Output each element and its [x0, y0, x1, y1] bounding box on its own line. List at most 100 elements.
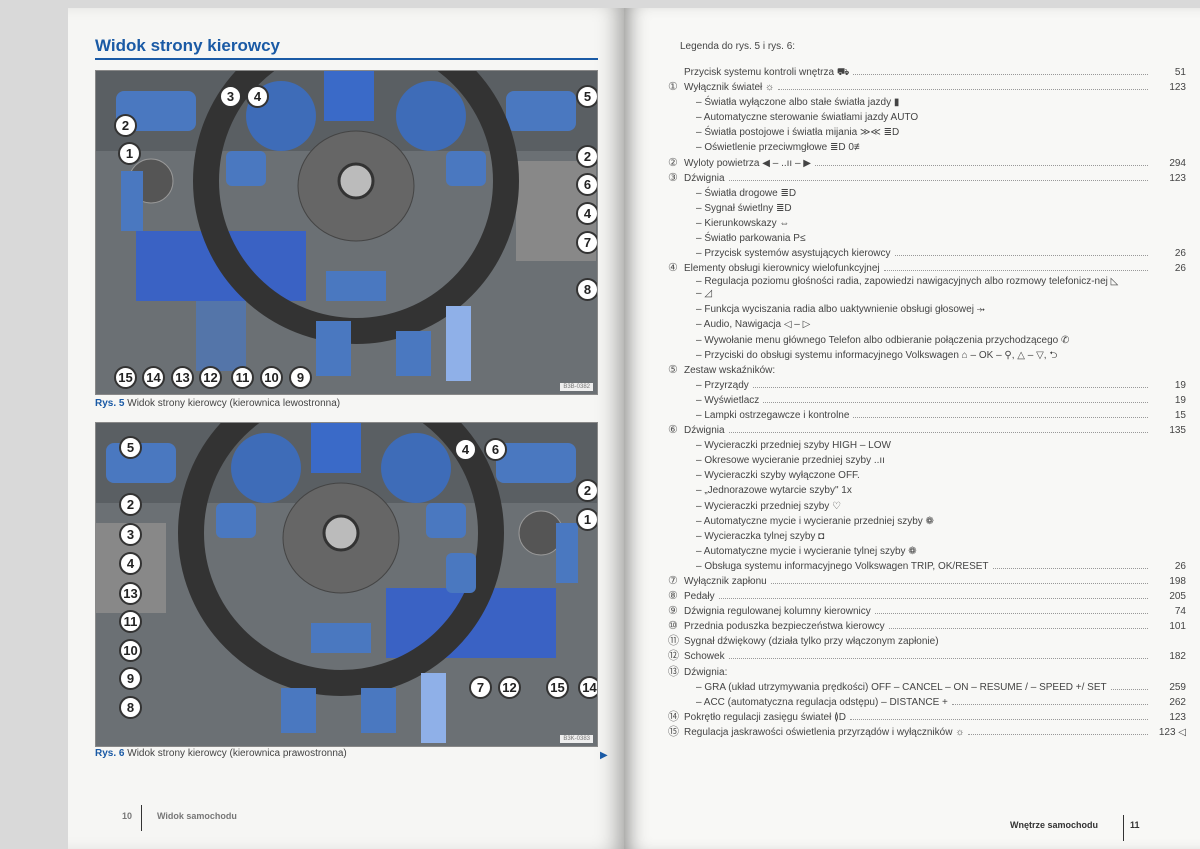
callout-10: 10 [260, 366, 283, 389]
callout-4: 4 [246, 85, 269, 108]
legend-text: – Lampki ostrzegawcze i kontrolne [696, 409, 850, 421]
callout-11: 11 [119, 610, 142, 633]
dot-leader [853, 410, 1148, 418]
legend-text: Dźwignia [684, 172, 725, 184]
legend-text: – Automatyczne mycie i wycieranie tylnej… [696, 545, 917, 557]
legend-text: – Przyciski do obsługi systemu informacy… [696, 349, 1058, 361]
legend-row: ⑦ Wyłącznik zapłonu 198 [668, 574, 1186, 589]
footer-divider [141, 805, 142, 831]
page-reference[interactable]: 74 [1174, 606, 1186, 618]
page-reference[interactable]: 262 [1169, 696, 1186, 708]
dot-leader [968, 727, 1148, 735]
dot-leader [874, 606, 1148, 615]
page-reference[interactable]: 26 [1174, 263, 1186, 275]
legend-number: ⑬ [668, 665, 679, 678]
callout-15: 15 [546, 676, 569, 699]
page-reference[interactable]: 51 [1174, 67, 1186, 78]
page-reference[interactable]: 135 [1169, 425, 1186, 437]
legend-text: – Światła wyłączone albo stałe światła j… [696, 97, 900, 109]
dot-leader [763, 395, 1148, 403]
legend-text: Wyłącznik zapłonu [684, 576, 767, 587]
callout-13: 13 [171, 366, 194, 389]
page-reference[interactable]: 123 ◁ [1158, 726, 1186, 738]
dot-leader [728, 425, 1148, 434]
legend-number: ③ [668, 171, 678, 184]
caption-text: Widok strony kierowcy (kierownica prawos… [127, 748, 347, 759]
callout-6: 6 [484, 438, 507, 461]
figure-code: B3B-0382 [560, 383, 593, 391]
callout-12: 12 [199, 366, 222, 389]
figure-code: B3K-0383 [560, 735, 593, 743]
legend-text: – Regulacja poziomu głośności radia, zap… [696, 276, 1119, 300]
legend-text: – Wycieraczki szyby wyłączone OFF. [696, 470, 860, 482]
callout-14: 14 [142, 366, 165, 389]
page-reference[interactable]: 101 [1169, 621, 1186, 633]
callout-11: 11 [231, 366, 254, 389]
dot-leader [951, 697, 1148, 705]
callout-1: 1 [118, 142, 141, 165]
dot-leader [728, 173, 1148, 181]
legend-number: ⑩ [668, 620, 678, 633]
legend-text: – „Jednorazowe wytarcie szyby" 1x [696, 485, 852, 497]
callout-6: 6 [576, 173, 597, 196]
callout-1: 1 [576, 508, 597, 531]
page-reference[interactable]: 19 [1174, 379, 1186, 391]
page-reference[interactable]: 26 [1174, 248, 1186, 260]
callout-4: 4 [576, 202, 597, 225]
callout-8: 8 [119, 696, 142, 719]
callout-3: 3 [119, 523, 142, 546]
legend-text: – Automatyczne mycie i wycieranie przedn… [696, 515, 934, 527]
page-reference[interactable]: 123 [1169, 711, 1186, 723]
page-reference[interactable]: 182 [1169, 651, 1186, 663]
figure-5-caption: Rys. 5 Widok strony kierowcy (kierownica… [95, 398, 340, 409]
legend-text: Zestaw wskaźników: [684, 364, 776, 376]
legend-row: – Audio, Nawigacja ◁ – ▷ [668, 317, 1186, 332]
legend-text: – Światła drogowe ≣D [696, 187, 797, 199]
page-reference[interactable]: 123 [1169, 172, 1186, 184]
legend-text: Dźwignia: [684, 666, 728, 678]
callout-9: 9 [289, 366, 312, 389]
dot-leader [992, 561, 1148, 569]
caption-text: Widok strony kierowcy (kierownica lewost… [127, 398, 341, 409]
legend-row: – Okresowe wycieranie przedniej szyby ..… [668, 453, 1186, 468]
page-reference[interactable]: 294 [1169, 157, 1186, 169]
callout-2: 2 [576, 479, 597, 502]
legend-text: – Okresowe wycieranie przedniej szyby ..… [696, 455, 885, 467]
dot-leader [778, 82, 1148, 91]
dot-leader [815, 158, 1148, 166]
legend-text: Przycisk systemu kontroli wnętrza ⛟ [684, 67, 850, 78]
legend-row: – „Jednorazowe wytarcie szyby" 1x [668, 483, 1186, 498]
legend-text: – Wyświetlacz [696, 394, 760, 406]
dot-leader [853, 67, 1148, 75]
caption-label: Rys. 5 [95, 398, 125, 409]
callout-4: 4 [119, 552, 142, 575]
page-reference[interactable]: 259 [1169, 681, 1186, 693]
legend-text: – ACC (automatyczna regulacja odstępu) –… [696, 696, 948, 708]
legend-number: ② [668, 156, 678, 169]
legend-row: – Automatyczne sterowanie światłami jazd… [668, 110, 1186, 125]
dot-leader [894, 248, 1148, 257]
legend-number: ⑫ [668, 650, 679, 663]
footer-page-number: 10 [122, 811, 133, 821]
dot-leader [883, 263, 1148, 272]
legend-number: ⑦ [668, 575, 678, 587]
page-reference[interactable]: 198 [1169, 576, 1186, 587]
page-reference[interactable]: 15 [1174, 409, 1186, 421]
legend-text: – Wycieraczki przedniej szyby HIGH – LOW [696, 440, 891, 452]
page-reference[interactable]: 26 [1174, 560, 1186, 572]
legend-number: ⑭ [668, 710, 679, 723]
callout-3: 3 [219, 85, 242, 108]
page-reference[interactable]: 19 [1174, 394, 1186, 406]
page-reference[interactable]: 123 [1169, 82, 1186, 94]
legend-text: – Sygnał świetlny ≣D [696, 202, 792, 214]
page-reference[interactable]: 205 [1169, 591, 1186, 603]
